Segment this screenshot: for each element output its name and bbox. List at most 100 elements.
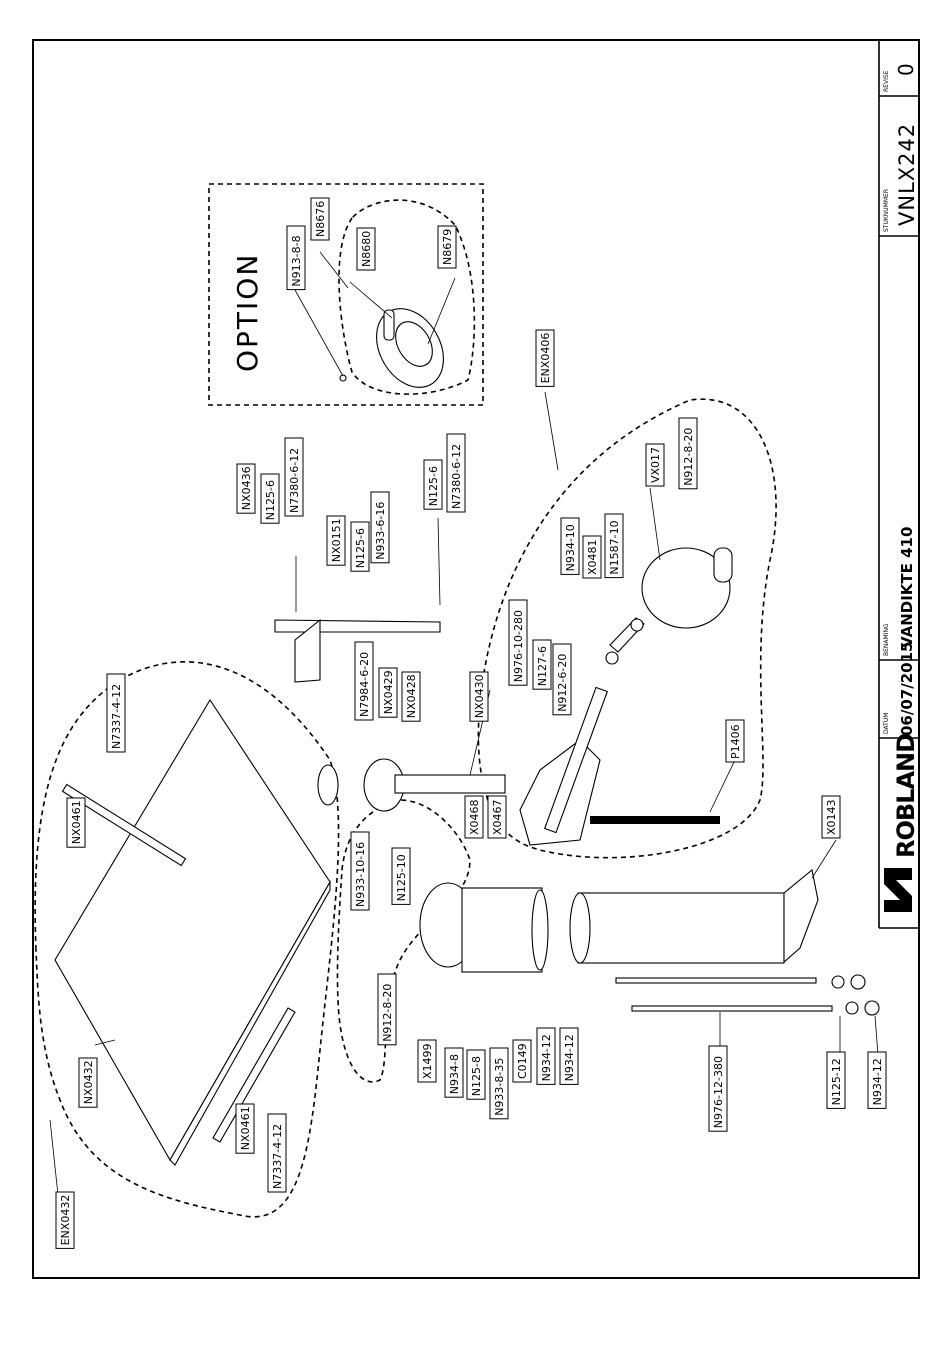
part-label-text: N934-10: [564, 524, 577, 571]
part-label: VX017: [645, 443, 665, 487]
part-label: NX0432: [78, 1057, 98, 1108]
part-label-text: N1587-10: [608, 520, 621, 574]
part-label: N125-6: [260, 473, 280, 524]
part-label-text: N976-12-380: [712, 1056, 725, 1128]
part-number: VNLX242: [895, 123, 919, 226]
part-label: N8680: [356, 227, 376, 271]
part-label-text: N912-8-20: [682, 428, 695, 486]
benaming-caption: BENAMING: [883, 623, 890, 656]
part-label: N125-12: [826, 1051, 846, 1109]
part-label-text: X1499: [421, 1043, 434, 1079]
washer-nx0429: [317, 764, 339, 806]
part-label: N7337-4-12: [267, 1113, 287, 1193]
part-label: N8679: [437, 225, 457, 269]
part-label-text: NX0461: [70, 800, 83, 844]
datum-caption: DATUM: [883, 713, 890, 734]
part-label-text: ENX0432: [59, 1195, 72, 1246]
part-label-text: N7380-6-12: [450, 444, 463, 509]
part-label: ENX0406: [535, 329, 555, 387]
robland-logo: ROBLAND: [884, 734, 920, 912]
option-group: OPTION: [208, 183, 484, 406]
handwheel-vx017: [641, 547, 731, 629]
motor-group: [336, 799, 880, 1083]
part-label-text: N976-10-280: [512, 610, 525, 682]
part-label: NX0436: [236, 463, 256, 514]
part-label-text: NX0436: [240, 466, 253, 510]
part-label-text: NX0151: [330, 518, 343, 562]
part-label-text: N7337-4-12: [271, 1124, 284, 1189]
part-label: X0143: [821, 795, 841, 839]
part-label-text: N933-6-16: [374, 502, 387, 560]
part-label: NX0461: [66, 797, 86, 848]
part-label: C0149: [512, 1039, 532, 1083]
part-label-text: VX017: [649, 447, 662, 483]
part-label-text: N933-8-35: [493, 1058, 506, 1116]
part-label-text: X0467: [491, 799, 504, 835]
part-label: NX0428: [401, 671, 421, 722]
bracket-nx0436: [274, 619, 441, 633]
revise-caption: REVISE: [883, 70, 890, 92]
description: VANDIKTE 410: [898, 527, 916, 648]
part-label: N912-8-20: [678, 417, 698, 490]
part-label: X0468: [464, 795, 484, 839]
part-label: N934-12: [536, 1027, 556, 1085]
motor-x0143: [577, 892, 785, 964]
bracket-nx0151: [294, 618, 321, 683]
part-label: N934-12: [559, 1027, 579, 1085]
part-label-text: N913-8-8: [290, 235, 303, 286]
part-label: N127-6: [532, 639, 552, 690]
part-label: NX0151: [326, 515, 346, 566]
part-label: NX0461: [235, 1103, 255, 1154]
option-handle: [383, 309, 395, 341]
part-label-text: NX0461: [239, 1106, 252, 1150]
part-label-text: N934-12: [540, 1034, 553, 1081]
part-label-text: N125-12: [830, 1058, 843, 1105]
part-label: N912-8-20: [377, 973, 397, 1046]
part-label: X1499: [417, 1039, 437, 1083]
side-rail-upper: [61, 783, 187, 867]
part-label: N125-10: [391, 847, 411, 905]
part-label-text: X0143: [825, 799, 838, 835]
option-label: OPTION: [231, 253, 264, 372]
part-label-text: X0481: [586, 539, 599, 575]
part-label-text: N7337-4-12: [110, 684, 123, 749]
part-label-text: N125-6: [264, 480, 277, 520]
part-label: N933-6-16: [370, 491, 390, 564]
part-label-text: C0149: [516, 1043, 529, 1079]
part-label-text: N934-12: [563, 1034, 576, 1081]
shaft-nx0430: [394, 774, 506, 794]
part-label: N7380-6-12: [446, 433, 466, 513]
part-label-text: N933-10-16: [354, 842, 367, 907]
part-label: N125-8: [466, 1049, 486, 1100]
part-label-text: N912-6-20: [556, 654, 569, 712]
part-label-text: N912-8-20: [381, 984, 394, 1042]
shaft-group: [274, 517, 506, 812]
part-label-text: N125-8: [470, 1056, 483, 1096]
part-label-text: N7984-6-20: [358, 652, 371, 717]
part-label-text: N125-10: [395, 854, 408, 901]
part-label: N976-10-280: [508, 599, 528, 686]
part-label: X0467: [487, 795, 507, 839]
part-label: NX0429: [378, 667, 398, 718]
part-label: N1587-10: [604, 513, 624, 579]
part-label: NX0430: [469, 671, 489, 722]
title-block: REVISE 0 STUKNUMMER VNLX242 BENAMING VAN…: [878, 40, 920, 929]
side-rail-lower: [212, 1007, 296, 1143]
part-label-text: NX0428: [405, 674, 418, 718]
part-label-text: P1406: [729, 724, 742, 759]
enx0406-group: [477, 391, 777, 859]
part-label-text: N8676: [314, 201, 327, 237]
part-label: N913-8-8: [286, 225, 306, 291]
part-label: N933-8-35: [489, 1047, 509, 1120]
drawing-frame: [32, 39, 920, 1279]
tie-rod-lower: [631, 1005, 833, 1012]
part-label: N125-6: [350, 521, 370, 572]
part-label-text: NX0432: [82, 1060, 95, 1104]
part-label: N934-12: [867, 1051, 887, 1109]
part-label-text: N934-8: [448, 1054, 461, 1094]
part-label: ENX0432: [55, 1191, 75, 1249]
part-label: N7984-6-20: [354, 641, 374, 721]
part-label: N912-6-20: [552, 643, 572, 716]
part-label-text: N934-12: [871, 1058, 884, 1105]
part-label: N933-10-16: [350, 831, 370, 911]
